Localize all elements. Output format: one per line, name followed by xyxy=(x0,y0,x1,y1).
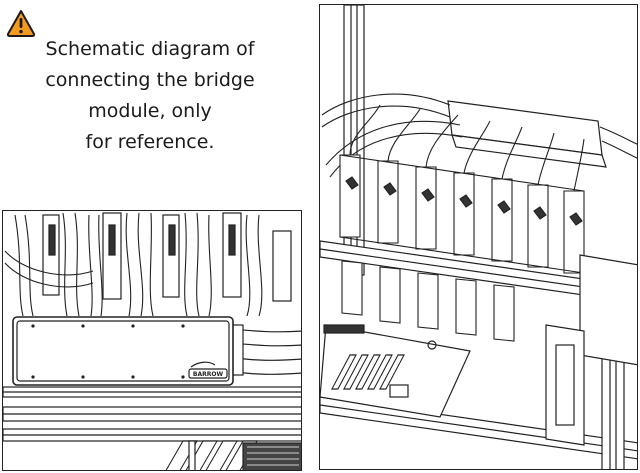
diagram-caption: Schematic diagram of connecting the brid… xyxy=(40,34,260,158)
mining-rig-overview-panel xyxy=(319,4,638,470)
mining-rig-overview-drawing xyxy=(320,5,637,469)
caption-line-1: Schematic diagram of xyxy=(45,38,255,60)
bridge-module-closeup-drawing: BARROW xyxy=(3,212,301,470)
bridge-module-closeup-panel: BARROW xyxy=(2,210,302,471)
caption-line-2: connecting the bridge xyxy=(45,69,255,91)
caption-line-3: module, only xyxy=(88,100,212,122)
warning-icon xyxy=(6,10,36,37)
caption-line-4: for reference. xyxy=(85,131,215,153)
bridge-label: BARROW xyxy=(193,371,224,378)
